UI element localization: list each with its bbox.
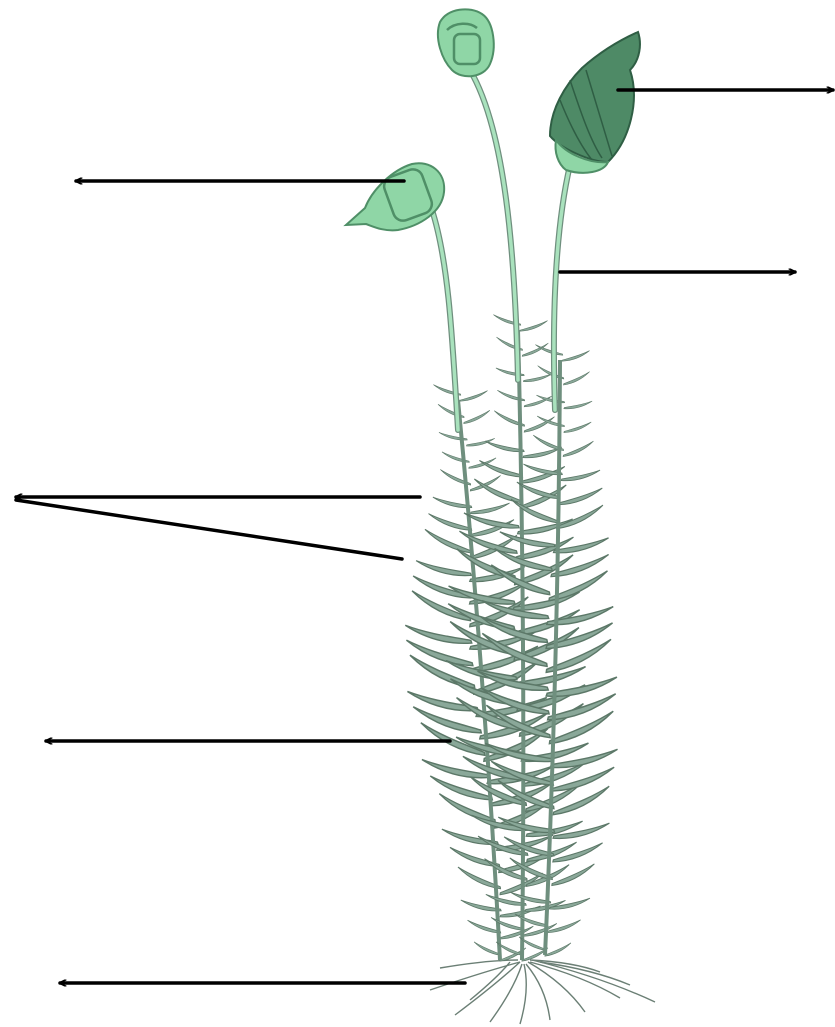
leaf [545,940,571,960]
leaf [520,315,547,337]
leaf [562,345,589,367]
seta-left [432,210,458,430]
leaf [559,479,602,514]
leaf [466,430,494,454]
leaf [474,939,500,959]
leaf [563,437,593,460]
leaf [564,416,591,438]
rhizoid [490,964,522,1022]
leaf [523,366,551,390]
leaf [485,430,524,463]
capsule-left [346,163,444,230]
rhizoids [430,960,655,1024]
leafy-shoots [405,309,617,965]
leaf [485,853,528,886]
leaf [479,451,522,486]
rhizoid [526,964,550,1020]
leaf [563,368,589,388]
calyptra-right [550,32,640,173]
leaf [460,385,487,407]
rhizoid [470,962,510,1000]
label-arrows [16,90,833,983]
rhizoid [532,960,655,1002]
leaf [464,407,490,427]
leaf [524,390,551,412]
setae [432,70,570,430]
rhizoid [520,964,526,1024]
arrow-leaves-lower [16,500,402,559]
leaf [552,858,595,891]
leaf [511,493,557,528]
leaf [561,459,600,492]
leaf [524,413,554,436]
leaf [564,393,592,417]
capsule-middle [438,9,494,76]
shoot-right-stem [545,360,560,955]
seta-middle-inner [470,70,518,380]
rhizoid [455,962,520,1015]
